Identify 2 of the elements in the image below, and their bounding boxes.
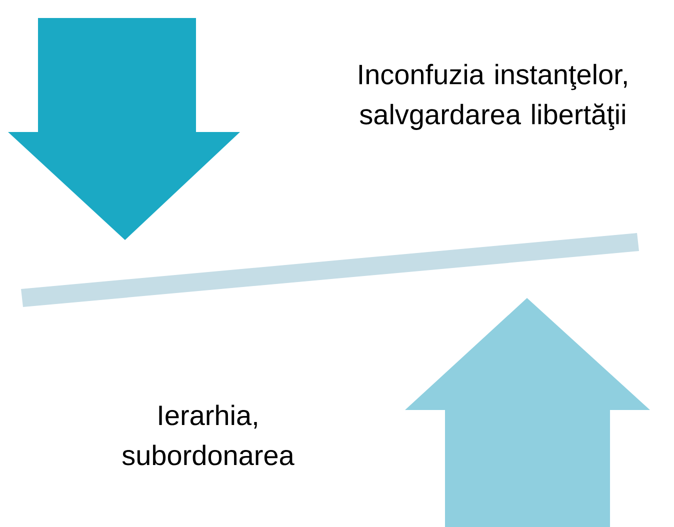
caption-text: Inconfuzia instanţelor, salvgardarea libertăţii (359, 64, 627, 130)
caption-text: Ierarhia, subordonarea (122, 404, 294, 466)
